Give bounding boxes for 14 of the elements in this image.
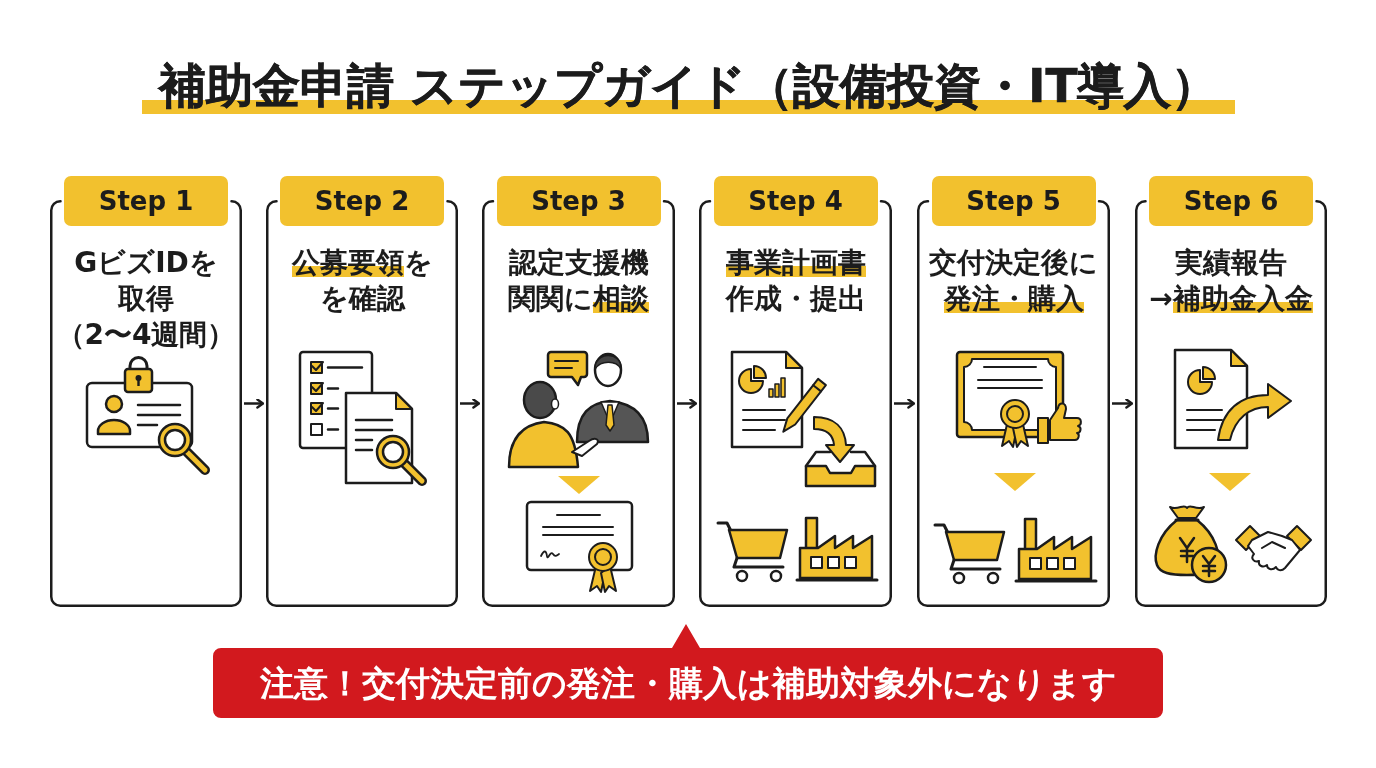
arrow <box>244 398 265 409</box>
arrow <box>1112 398 1134 409</box>
arrow <box>894 398 916 409</box>
step-tab: Step 6 <box>1149 176 1313 226</box>
step-tab: Step 4 <box>713 176 878 226</box>
warning-text: 注意！交付決定前の発注・購入は補助対象外になります <box>259 662 1117 704</box>
step-text: GビズIDを取得（2〜4週間） <box>56 245 236 353</box>
arrow <box>460 398 481 409</box>
arrow <box>677 398 698 409</box>
title: 補助金申請 ステップガイド（設備投資・IT導入） <box>142 58 1235 114</box>
step-tab: Step 3 <box>496 176 661 226</box>
step-tab: Step 1 <box>64 176 228 226</box>
step-tab: Step 2 <box>280 176 444 226</box>
step-tab: Step 5 <box>931 176 1096 226</box>
